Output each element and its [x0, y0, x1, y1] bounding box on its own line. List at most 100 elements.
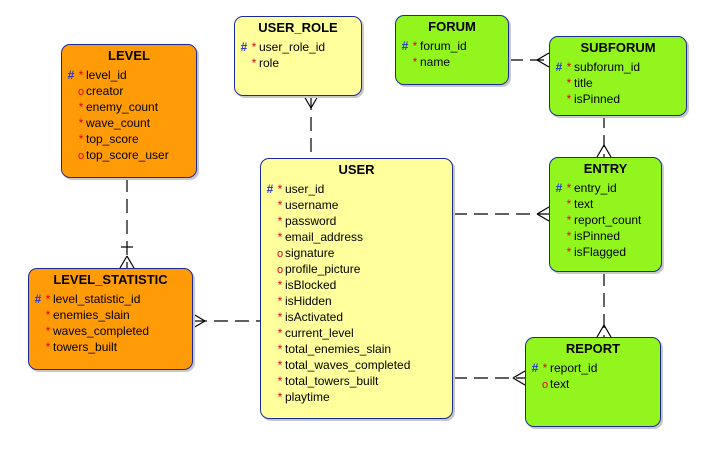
attribute-name: total_towers_built — [285, 374, 379, 388]
attribute-row: #*email_address — [265, 229, 452, 245]
attribute-row: #*isFlagged — [554, 244, 661, 260]
optional-marker: o — [541, 379, 549, 391]
attribute-row: #*name — [400, 54, 508, 70]
mandatory-marker: * — [277, 198, 283, 212]
mandatory-marker: * — [78, 100, 84, 114]
attribute-row: #*user_id — [265, 181, 452, 197]
entity-subforum[interactable]: SUBFORUM #*subforum_id#*title#*isPinned — [549, 36, 687, 116]
attribute-row: #*report_count — [554, 212, 661, 228]
attribute-row: #*username — [265, 197, 452, 213]
attribute-name: top_score_user — [86, 148, 169, 162]
entity-title: SUBFORUM — [580, 40, 656, 55]
attribute-row: #*total_enemies_slain — [265, 341, 452, 357]
mandatory-marker: * — [277, 310, 283, 324]
attribute-row: #*isBlocked — [265, 277, 452, 293]
attribute-row: #*isPinned — [554, 91, 686, 107]
optional-marker: o — [276, 248, 284, 260]
mandatory-marker: * — [412, 55, 418, 69]
attribute-row: #*isHidden — [265, 293, 452, 309]
mandatory-marker: * — [277, 390, 283, 404]
attribute-name: level_id — [86, 68, 127, 82]
entity-level-statistic[interactable]: LEVEL_STATISTIC#*level_statistic_id#*ene… — [28, 268, 193, 370]
optional-marker: o — [77, 86, 85, 98]
attribute-name: total_enemies_slain — [285, 342, 392, 356]
mandatory-marker: * — [277, 278, 283, 292]
mandatory-marker: * — [251, 56, 257, 70]
attribute-row: #*towers_built — [33, 339, 192, 355]
attribute-name: isFlagged — [574, 245, 627, 259]
attribute-name: isPinned — [574, 92, 621, 106]
mandatory-marker: * — [277, 182, 283, 196]
entity-user-role[interactable]: USER_ROLE #*user_role_id#*role — [234, 16, 362, 96]
attribute-name: enemy_count — [86, 100, 159, 114]
mandatory-marker: * — [251, 40, 257, 54]
attribute-name: playtime — [285, 390, 330, 404]
attribute-row: #*current_level — [265, 325, 452, 341]
mandatory-marker: * — [277, 294, 283, 308]
attribute-row: #*top_score — [66, 131, 196, 147]
attribute-name: title — [574, 76, 593, 90]
attribute-row: #*title — [554, 75, 686, 91]
entity-entry[interactable]: ENTRY#*entry_id#*text#*report_count#*isP… — [549, 157, 662, 272]
mandatory-marker: * — [566, 92, 572, 106]
attribute-row: #*total_waves_completed — [265, 357, 452, 373]
crowfoot-report-left-b — [512, 377, 526, 386]
attribute-name: current_level — [285, 326, 354, 340]
crowfoot-entry-left-a — [536, 206, 550, 215]
attribute-row: #*level_id — [66, 67, 196, 83]
mandatory-marker: * — [412, 39, 418, 53]
entity-level[interactable]: LEVEL#*level_id#ocreator#*enemy_count#*w… — [61, 44, 197, 178]
attribute-row: #*level_statistic_id — [33, 291, 192, 307]
crowfoot-subforum-a — [536, 52, 550, 61]
attribute-row: #*password — [265, 213, 452, 229]
attribute-name: enemies_slain — [53, 308, 130, 322]
mandatory-marker: * — [78, 132, 84, 146]
mandatory-marker: * — [45, 308, 51, 322]
primary-key-icon: # — [34, 292, 42, 306]
mandatory-marker: * — [78, 116, 84, 130]
entity-title: USER_ROLE — [258, 20, 338, 35]
primary-key-icon: # — [266, 182, 274, 196]
mandatory-marker: * — [566, 76, 572, 90]
attribute-row: #*user_role_id — [239, 39, 361, 55]
attribute-name: isHidden — [285, 294, 332, 308]
attribute-name: role — [259, 56, 280, 70]
entity-title: USER — [338, 162, 375, 177]
crowfoot-entry-top-b — [603, 144, 612, 158]
mandatory-marker: * — [45, 292, 51, 306]
mandatory-marker: * — [277, 214, 283, 228]
attribute-name: subforum_id — [574, 60, 641, 74]
entity-title: LEVEL — [108, 48, 150, 63]
entity-forum[interactable]: FORUM#*forum_id#*name — [395, 15, 509, 85]
attribute-row: #*role — [239, 55, 361, 71]
mandatory-marker: * — [45, 340, 51, 354]
attribute-name: username — [285, 198, 339, 212]
entity-user[interactable]: USER#*user_id#*username#*password#*email… — [260, 158, 453, 419]
attribute-name: isBlocked — [285, 278, 337, 292]
attribute-row: #*isActivated — [265, 309, 452, 325]
attribute-name: towers_built — [53, 340, 118, 354]
attribute-name: waves_completed — [53, 324, 150, 338]
attribute-name: email_address — [285, 230, 364, 244]
crowfoot-level-statistic-top — [119, 255, 128, 269]
attribute-name: isActivated — [285, 310, 344, 324]
attribute-name: password — [285, 214, 337, 228]
crowfoot-subforum-b — [536, 59, 550, 68]
mandatory-marker: * — [566, 181, 572, 195]
attribute-name: report_count — [574, 213, 642, 227]
attribute-name: signature — [285, 246, 335, 260]
crowfoot-user-role-a — [303, 95, 312, 109]
attribute-name: wave_count — [86, 116, 151, 130]
mandatory-marker: * — [566, 213, 572, 227]
crowfoot-entry-left-b — [536, 213, 550, 222]
attribute-row: #*total_towers_built — [265, 373, 452, 389]
crowfoot-level-statistic-right-b — [192, 320, 206, 329]
mandatory-marker: * — [542, 361, 548, 375]
entity-title: LEVEL_STATISTIC — [53, 272, 168, 287]
mandatory-marker: * — [277, 326, 283, 340]
attribute-row: #*subforum_id — [554, 59, 686, 75]
